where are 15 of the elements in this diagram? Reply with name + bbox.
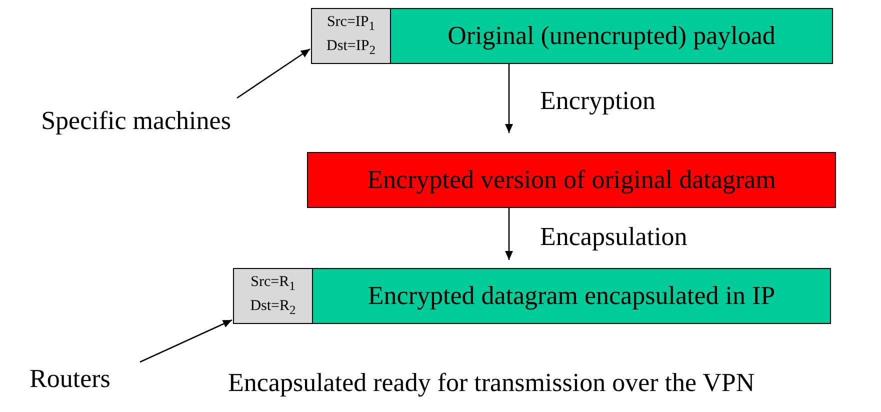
leader-line [236, 48, 310, 99]
address-text: Src=R$_{1}$ [250, 273, 296, 295]
arrow [505, 208, 513, 260]
address-text: Src=IP$_{1}$ [326, 13, 376, 35]
payload-box: Original (unencrupted) payload [390, 8, 833, 64]
payload-box: Encrypted datagram encapsulated in IP [312, 268, 831, 324]
address-text: Dst=R$_{2}$ [250, 297, 296, 319]
annotation-text: Specific machines [20, 104, 252, 138]
payload-box: Encrypted version of original datagram [307, 152, 836, 208]
address-text: Dst=IP$_{2}$ [326, 37, 376, 59]
header-box [233, 268, 313, 324]
leader-line [140, 319, 232, 363]
arrow [505, 64, 513, 133]
header-box [311, 8, 391, 64]
annotation-text: Routers [20, 362, 120, 396]
